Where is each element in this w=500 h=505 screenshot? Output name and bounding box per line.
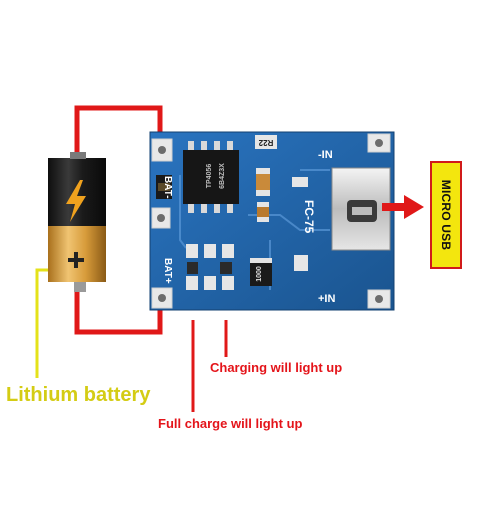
svg-text:TP4056: TP4056	[206, 164, 213, 189]
svg-text:R22: R22	[258, 138, 273, 147]
tp4056-chip: TP4056 6B4Z3X	[183, 141, 239, 213]
full-charge-led-label: Full charge will light up	[158, 416, 303, 431]
charging-led-label: Charging will light up	[210, 360, 343, 375]
led-callout-lines	[191, 320, 228, 412]
usb-arrow	[382, 195, 424, 219]
micro-usb-label-box: MICRO USB	[430, 161, 462, 269]
charger-pcb: TP4056 6B4Z3X R22 1000	[149, 131, 395, 311]
micro-usb-connector	[331, 167, 391, 251]
svg-text:FC-75: FC-75	[302, 200, 316, 234]
svg-text:BAT-: BAT-	[162, 176, 173, 199]
wire-bat-minus	[74, 105, 163, 158]
svg-text:1000: 1000	[256, 266, 263, 282]
full-led	[187, 262, 198, 274]
charging-led	[220, 262, 232, 274]
svg-text:6B4Z3X: 6B4Z3X	[219, 163, 226, 189]
svg-text:-IN: -IN	[318, 149, 333, 161]
svg-text:BAT+: BAT+	[162, 258, 173, 284]
battery-label-line	[35, 268, 60, 378]
battery-label: Lithium battery	[6, 384, 151, 406]
svg-text:+IN: +IN	[318, 293, 335, 305]
led-pads	[186, 244, 234, 290]
battery-icon	[48, 152, 106, 292]
micro-usb-label: MICRO USB	[439, 179, 453, 251]
wire-bat-plus	[74, 278, 163, 335]
lightning-icon	[66, 180, 86, 222]
